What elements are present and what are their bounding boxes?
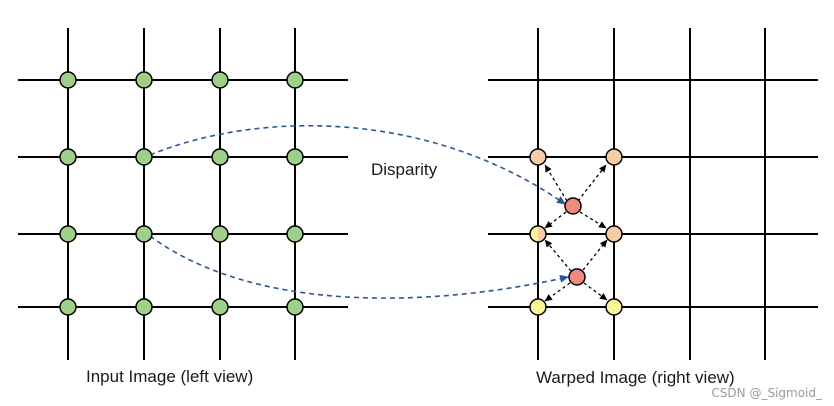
warped-node-lower [568,268,586,286]
input-node [286,71,304,89]
input-node [135,148,153,166]
disparity-arrow-upper [149,124,566,205]
warped-node-upper [564,197,582,215]
disparity-label: Disparity [371,160,438,179]
neighbor-node [529,148,547,166]
watermark: CSDN @_Sigmoid_ [711,386,822,400]
input-node [59,298,77,316]
input-node [286,148,304,166]
input-node [59,225,77,243]
neighbor-arrow [544,211,567,229]
neighbor-arrow [577,164,607,202]
right-view-caption: Warped Image (right view) [536,368,735,387]
input-nodes [59,71,304,316]
neighbor-arrows [544,164,608,302]
input-node [59,71,77,89]
input-node [135,71,153,89]
warped-nodes [564,197,586,286]
neighbor-arrow [544,239,572,272]
neighbor-node-split [529,225,547,243]
neighbor-arrow [579,211,607,229]
neighbor-nodes [529,148,623,316]
neighbor-arrow [544,164,568,202]
neighbor-node [605,225,623,243]
neighbor-arrow [544,282,571,302]
input-node [135,225,153,243]
disparity-arrows [149,124,569,299]
input-node [135,298,153,316]
neighbor-arrow [582,239,608,271]
input-node [59,148,77,166]
neighbor-node [605,148,623,166]
input-node [211,225,229,243]
left-view-caption: Input Image (left view) [86,367,254,386]
neighbor-node [605,298,623,316]
input-node [211,148,229,166]
input-node [286,225,304,243]
disparity-arrow-lower [149,235,569,299]
neighbor-arrow [583,282,608,301]
neighbor-node [529,298,547,316]
input-node [286,298,304,316]
input-node [211,71,229,89]
input-node [211,298,229,316]
